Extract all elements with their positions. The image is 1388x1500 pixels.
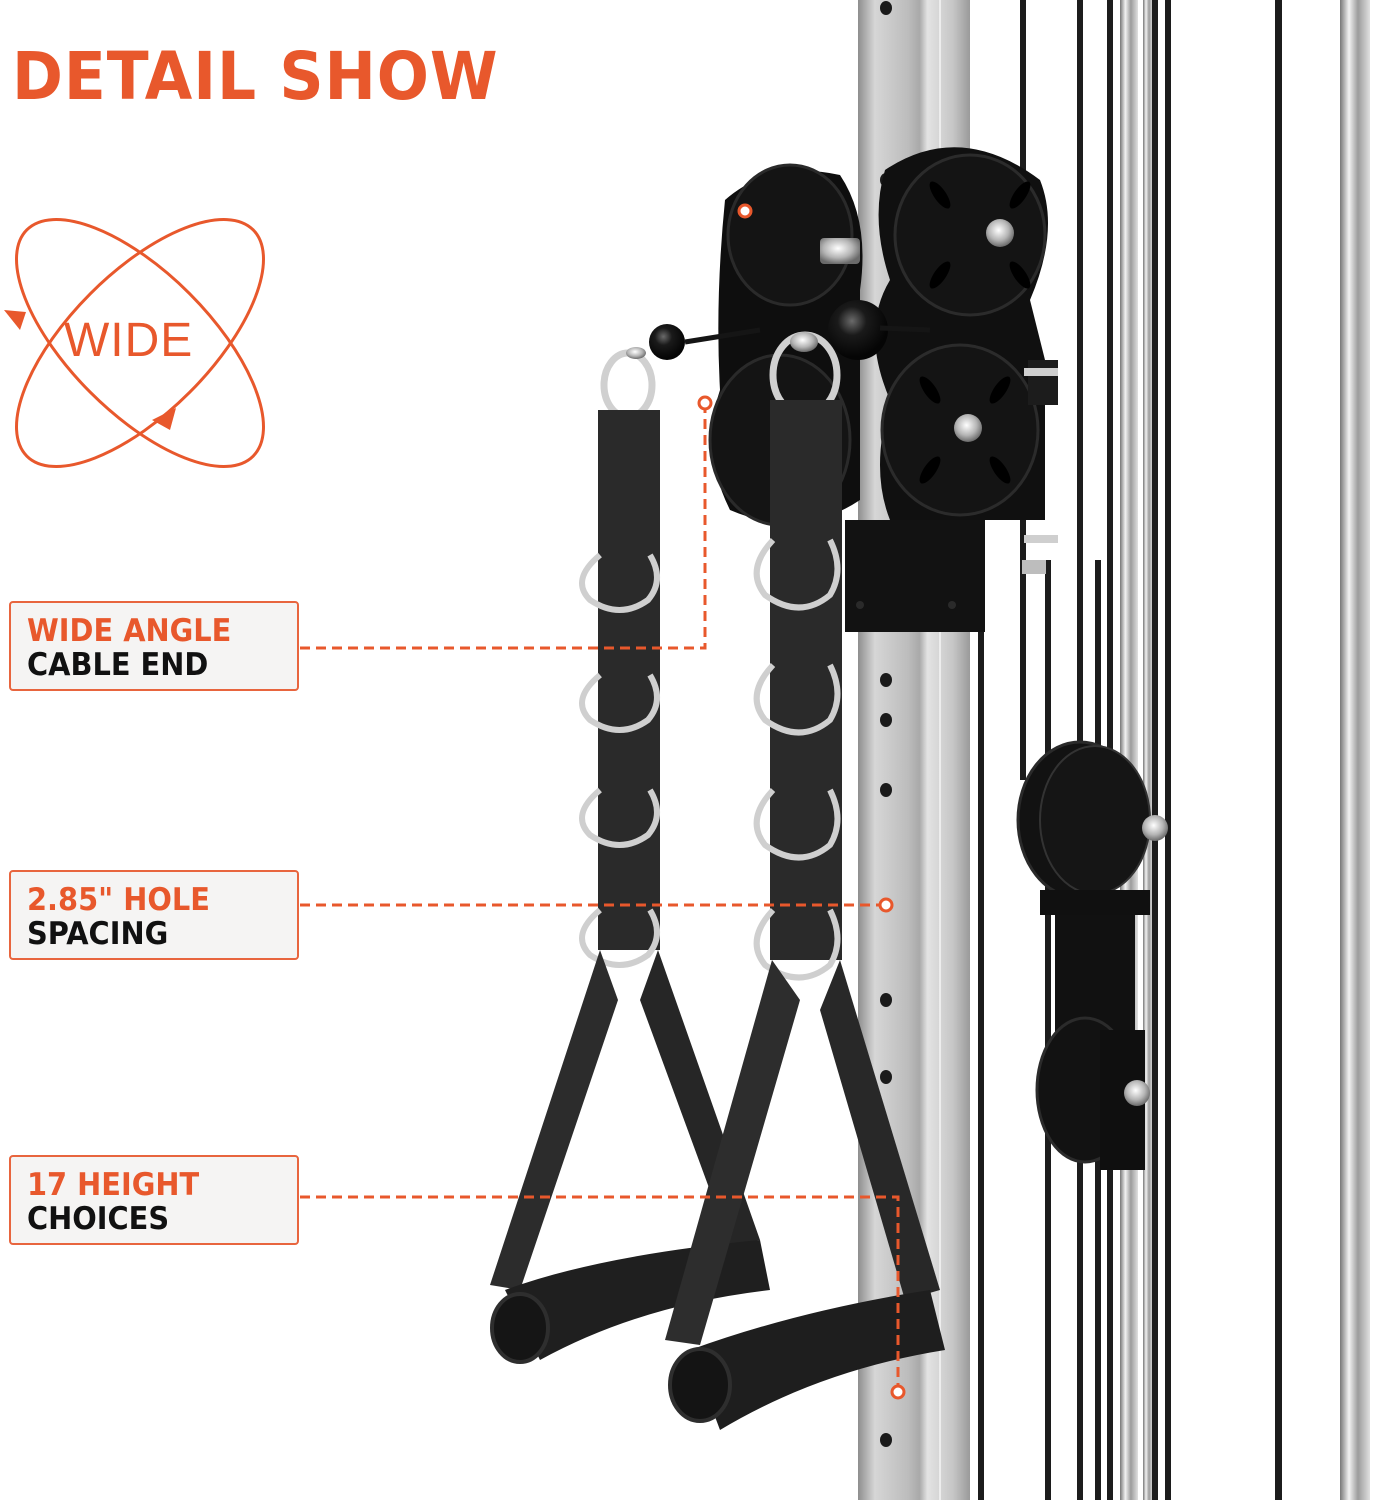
- bolt: [986, 219, 1014, 247]
- callout-heading: 2.85" HOLE: [27, 882, 210, 918]
- callout-subheading: CHOICES: [27, 1201, 170, 1237]
- callout-subheading: SPACING: [27, 916, 169, 952]
- callout-wide-angle-cable-end: WIDE ANGLE CABLE END: [9, 601, 299, 691]
- cable-end-ball: [828, 300, 888, 360]
- callout-heading: 17 HEIGHT: [27, 1167, 200, 1203]
- carriage-bracket: [845, 520, 985, 632]
- stirrup-handle-right: [665, 331, 945, 1430]
- bolt: [954, 414, 982, 442]
- leader-lines: [300, 405, 900, 1390]
- page-title: DETAIL SHOW: [12, 38, 499, 115]
- rotation-orbit-icon: [15, 218, 265, 468]
- callout-subheading: CABLE END: [27, 647, 209, 683]
- guide-rod: [1120, 0, 1138, 1500]
- callout-hole-spacing: 2.85" HOLE SPACING: [9, 870, 299, 960]
- cable-end-ball: [649, 324, 685, 360]
- wide-emblem-label: WIDE: [64, 314, 194, 367]
- lower-pulley-block: [1016, 740, 1168, 1170]
- callout-height-choices: 17 HEIGHT CHOICES: [9, 1155, 299, 1245]
- guide-rod: [1340, 0, 1370, 1500]
- callout-heading: WIDE ANGLE: [27, 613, 232, 649]
- leader-endpoints: [697, 203, 906, 1400]
